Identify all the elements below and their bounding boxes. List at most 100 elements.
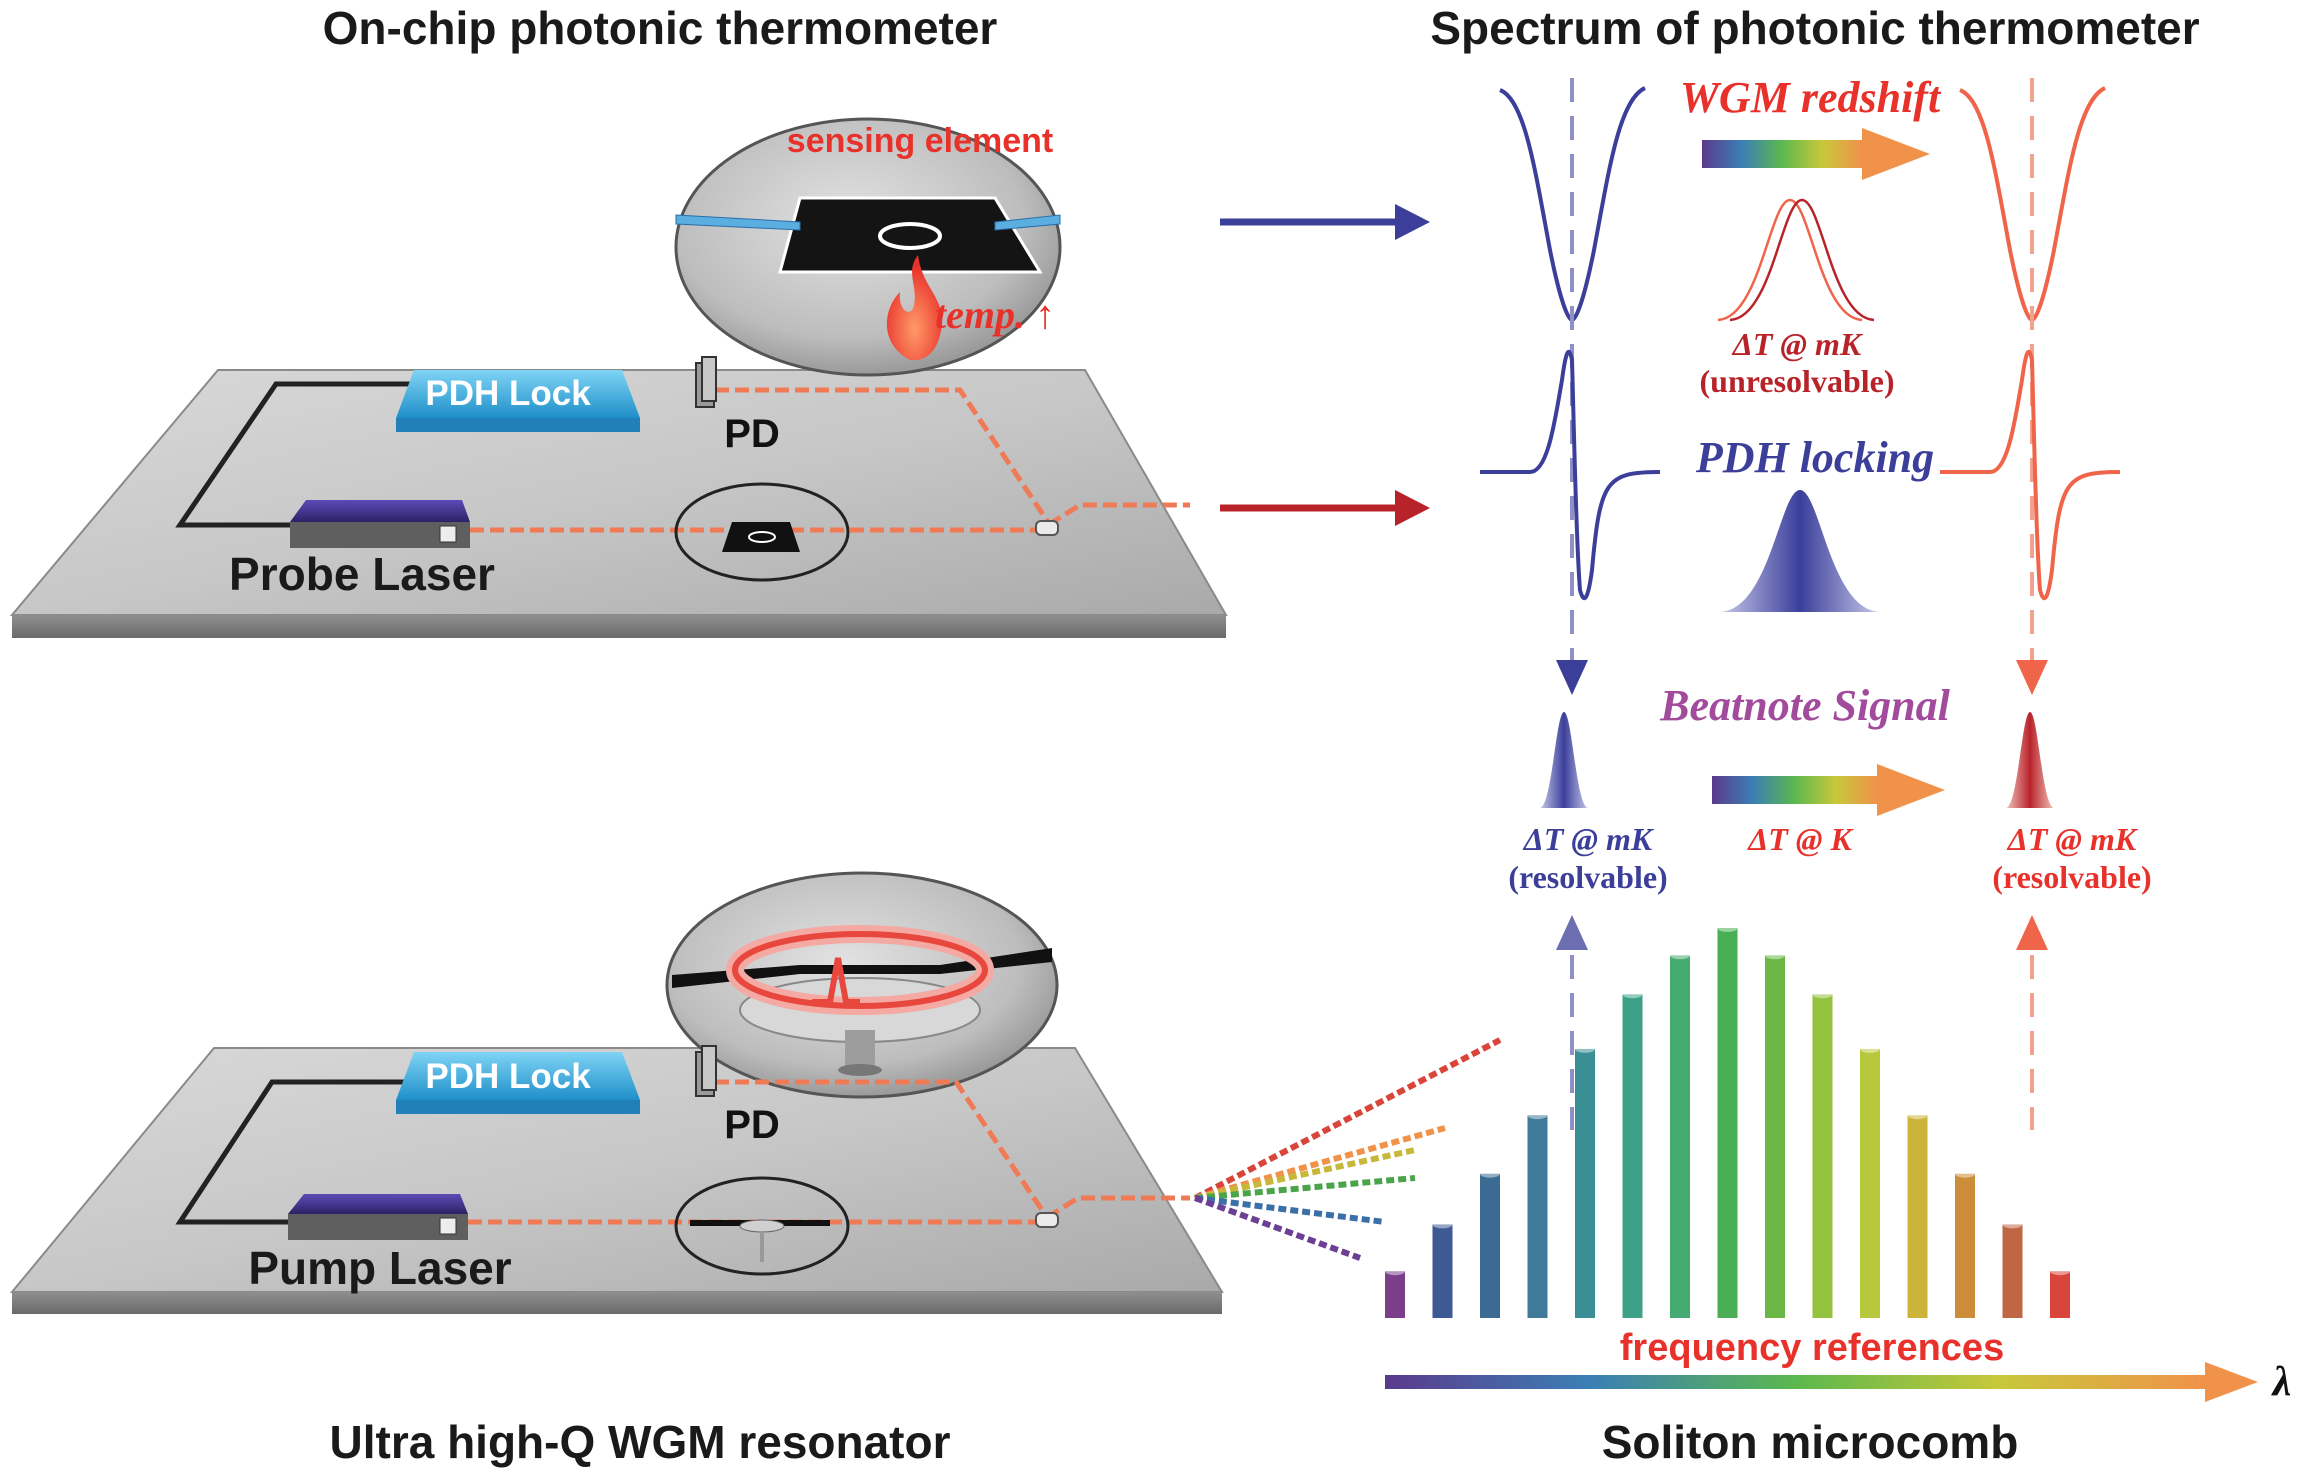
wgm-soliton-pulse	[812, 957, 860, 1005]
unresolved-peak-left	[1717, 198, 1863, 322]
fanout-line-purple	[1193, 1195, 1362, 1261]
top-laser-port	[439, 525, 457, 543]
comb-line-cap	[1622, 990, 1643, 999]
bottom-pd-face	[701, 1045, 717, 1091]
fanout-line-red	[1193, 1037, 1502, 1201]
bottom-laser-label: Pump Laser	[248, 1242, 511, 1294]
resolvable-left: (resolvable)	[1508, 859, 1667, 895]
bottom-pdh-box-side	[396, 1100, 640, 1114]
title-spectrum: Spectrum of photonic thermometer	[1430, 2, 2199, 54]
top-setup: sensing element temp. ↑ PDH Lock PD Prob…	[9, 117, 1228, 638]
top-fiber-pd	[715, 387, 1055, 530]
left-taper	[675, 214, 801, 231]
top-coupler	[1035, 520, 1059, 536]
dt-k-label: ΔT @ K	[1746, 821, 1854, 857]
comb-line	[1717, 928, 1738, 1318]
fanout-line-blue	[1194, 1195, 1386, 1225]
bottom-pdh-box	[396, 1052, 640, 1100]
red-down-arrowhead	[2016, 660, 2048, 695]
resolvable-right: (resolvable)	[1992, 859, 2151, 895]
comb-line	[2002, 1224, 2023, 1318]
top-laser-top	[290, 500, 470, 522]
comb-line-cap	[1385, 1267, 1405, 1276]
wgm-ring	[732, 931, 988, 1009]
unresolved-peak-right	[1729, 198, 1875, 322]
bottom-pd-label: PD	[724, 1103, 780, 1147]
comb-line-cap	[1432, 1220, 1453, 1229]
comb-line	[1860, 1048, 1880, 1318]
red-arrow-head	[1395, 490, 1430, 526]
comb-fanout	[1193, 1037, 1502, 1261]
bottom-laser-top	[288, 1194, 468, 1214]
title-soliton-microcomb: Soliton microcomb	[1602, 1416, 2019, 1468]
wavelength-axis-bar	[1385, 1375, 2205, 1389]
beatnote-red-peak	[2006, 712, 2054, 808]
fanout-line-yellow	[1194, 1147, 1416, 1201]
comb-lines	[1385, 924, 2070, 1318]
blue-arrow-head	[1395, 204, 1430, 240]
bottom-pdh-label: PDH Lock	[425, 1057, 591, 1096]
comb-line	[1575, 1048, 1595, 1318]
comb-line	[2050, 1271, 2070, 1318]
dt-mk-right: ΔT @ mK	[2006, 821, 2139, 857]
wgm-pillar-base	[838, 1064, 882, 1076]
blue-down-arrowhead	[1556, 660, 1588, 695]
redshift-arrow-head	[1862, 128, 1930, 180]
fanout-line-green	[1194, 1175, 1416, 1201]
wavelength-axis-head	[2205, 1362, 2258, 1402]
comb-line-cap	[1575, 1044, 1595, 1053]
dt-mk-left: ΔT @ mK	[1522, 821, 1655, 857]
sensing-element-label: sensing element	[787, 122, 1053, 160]
top-laser-label: Probe Laser	[229, 548, 495, 600]
comb-line-cap	[1717, 924, 1738, 932]
bottom-laser-front	[288, 1214, 468, 1240]
comb-line-cap	[1670, 951, 1690, 960]
comb-line-cap	[1480, 1169, 1500, 1178]
top-small-chip	[722, 522, 800, 552]
right-taper	[994, 214, 1061, 231]
top-pd-face	[701, 356, 717, 402]
sensing-chip	[778, 196, 1043, 274]
bottom-laser-port	[439, 1217, 457, 1235]
comb-line	[1622, 994, 1643, 1318]
temp-label: temp. ↑	[935, 292, 1055, 337]
comb-line	[1480, 1173, 1500, 1318]
top-small-ring	[748, 531, 776, 543]
comb-line-cap	[1812, 990, 1833, 999]
comb-line	[1527, 1115, 1548, 1318]
top-black-cable	[175, 381, 410, 528]
bottom-setup: PDH Lock PD Pump Laser	[9, 871, 1502, 1314]
bottom-black-cable	[175, 1079, 404, 1225]
top-pdh-box	[396, 370, 640, 418]
beat-arrow-head	[1877, 764, 1945, 816]
top-laser-front	[290, 522, 470, 548]
dt-mk-unresolvable: ΔT @ mK	[1731, 326, 1864, 362]
top-small-lens	[674, 482, 850, 582]
comb-line-cap	[1907, 1111, 1928, 1120]
comb-line	[1765, 955, 1785, 1318]
comb-line-cap	[1765, 951, 1785, 960]
comb-line-cap	[1527, 1111, 1548, 1120]
comb-line	[1812, 994, 1833, 1318]
title-on-chip: On-chip photonic thermometer	[323, 2, 998, 54]
comb-line	[1385, 1271, 1405, 1318]
redshift-arrow-bar	[1702, 140, 1862, 168]
top-pd-label: PD	[724, 412, 780, 456]
bottom-fiber-pd	[715, 1079, 1053, 1224]
comb-line-cap	[1955, 1169, 1975, 1178]
comb-line	[1432, 1224, 1453, 1318]
bottom-coupler	[1035, 1212, 1059, 1228]
sensing-ring	[878, 222, 942, 250]
pdh-locking-label: PDH locking	[1695, 433, 1934, 482]
lambda-label: λ	[2271, 1359, 2292, 1405]
beat-arrow-bar	[1712, 776, 1877, 804]
bottom-small-disk	[739, 1219, 785, 1233]
comb-line-cap	[1860, 1044, 1880, 1053]
bottom-chip-board-edge	[12, 1292, 1222, 1314]
comb-line-cap	[2002, 1220, 2023, 1229]
bottom-small-lens	[674, 1176, 850, 1276]
red-pdh-curve	[1940, 349, 2121, 601]
blue-pdh-curve	[1480, 349, 1661, 601]
comb-line-cap	[2050, 1267, 2070, 1276]
spectrum-arrows	[1220, 204, 1430, 526]
